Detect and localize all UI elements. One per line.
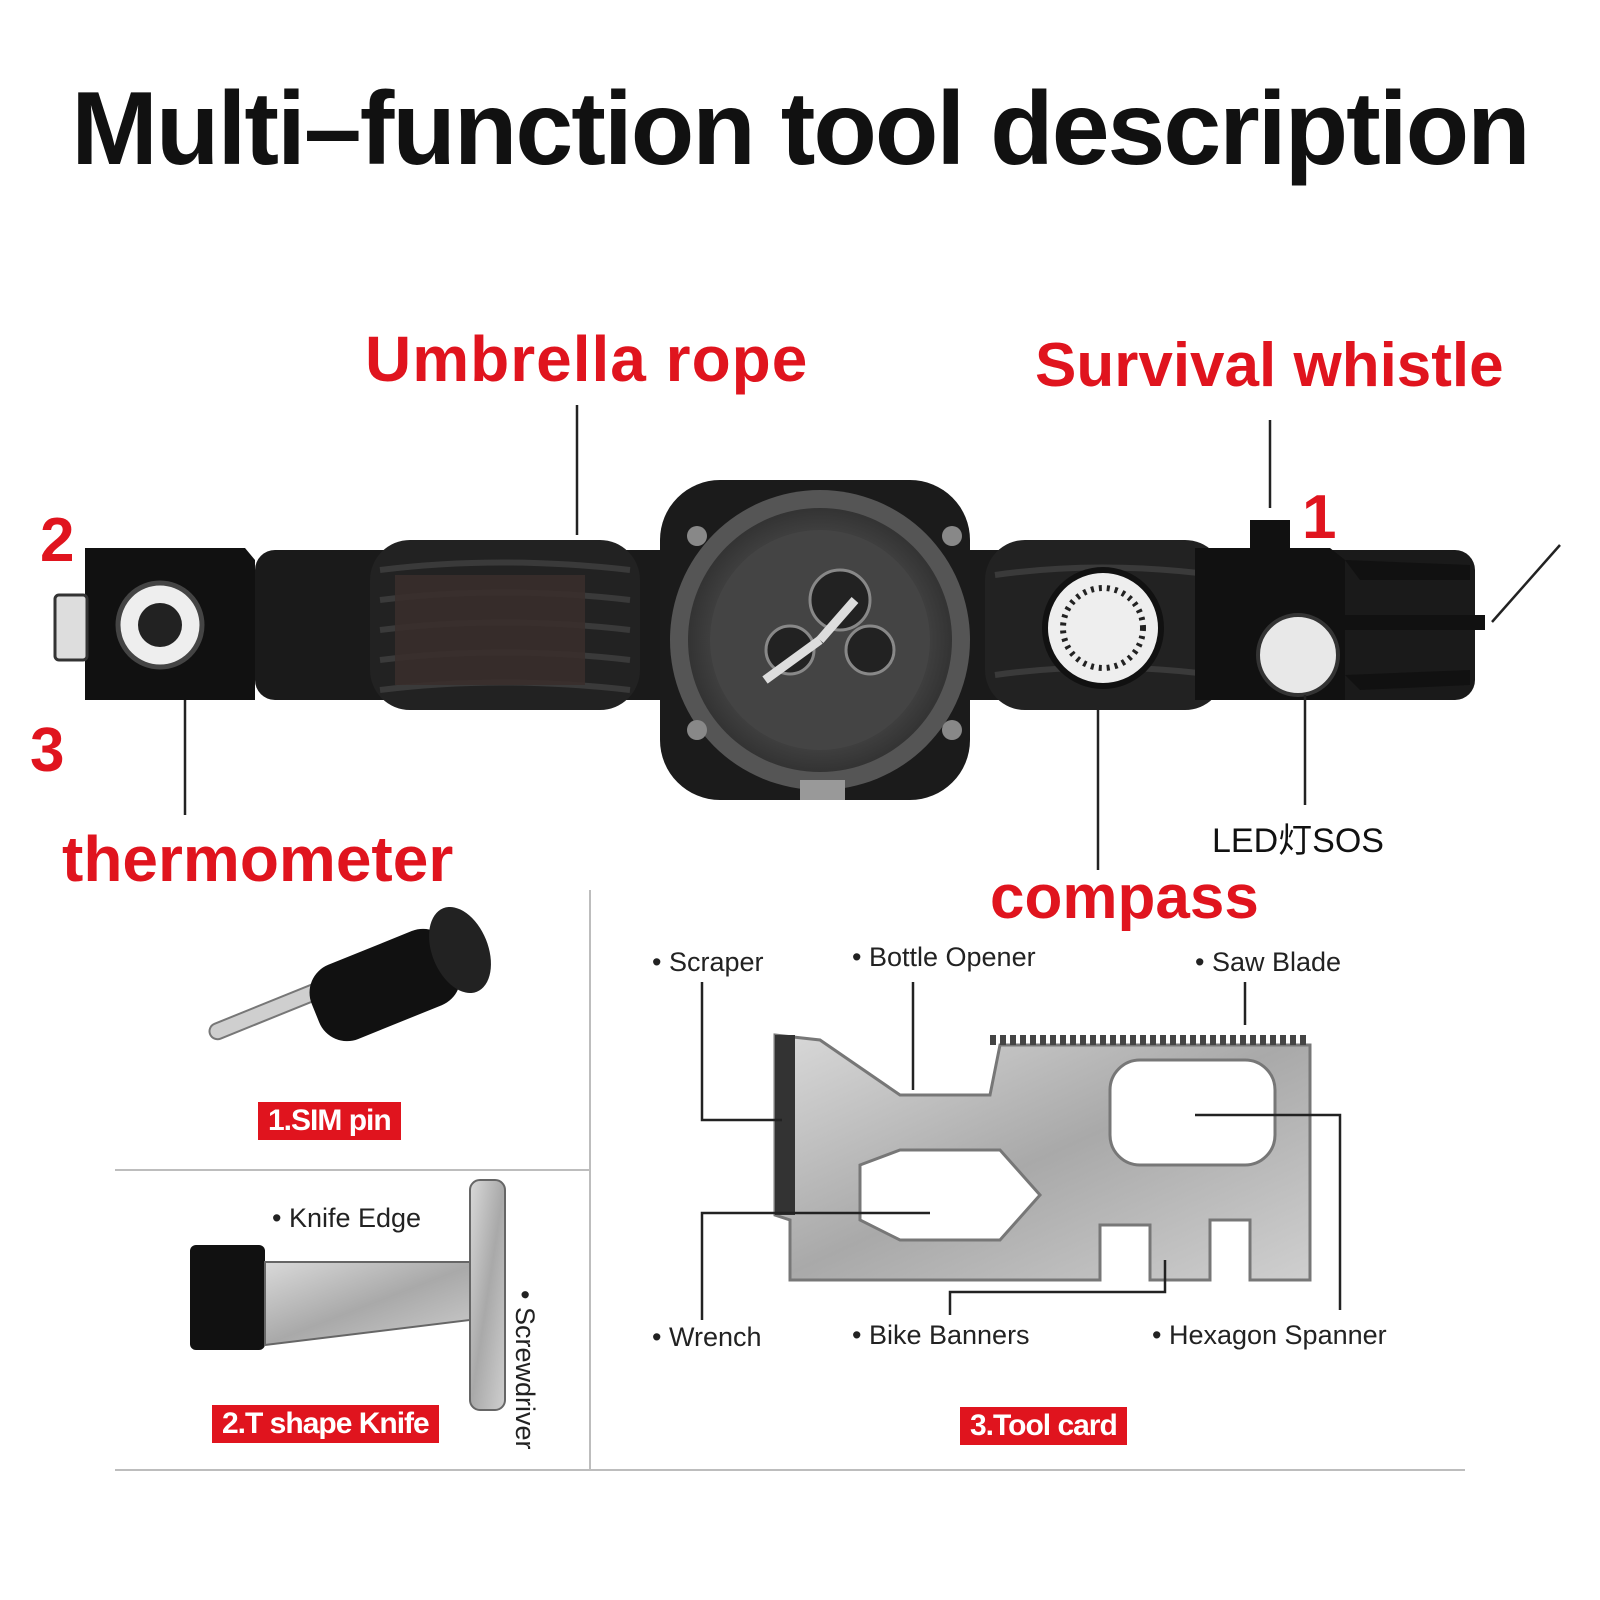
knife-edge-label: • Knife Edge <box>272 1203 422 1233</box>
wrench-label: • Wrench <box>652 1322 762 1352</box>
number-2: 2 <box>40 506 75 575</box>
page-title: Multi–function tool description <box>71 71 1530 187</box>
led-sos-label: LED灯SOS <box>1212 822 1384 860</box>
right-buckle <box>1042 520 1485 700</box>
hexagon-spanner-label: • Hexagon Spanner <box>1152 1320 1387 1350</box>
screwdriver-label: • Screwdriver <box>510 1290 540 1450</box>
sim-pin-tag: 1.SIM pin <box>258 1102 401 1140</box>
t-knife-tag: 2.T shape Knife <box>212 1405 439 1443</box>
tool-card-callouts <box>700 982 1342 1320</box>
left-buckle <box>53 548 255 700</box>
compass-label: compass <box>990 863 1259 932</box>
tool-card-image <box>773 1033 1312 1282</box>
t-knife-image <box>190 1179 506 1411</box>
callout-lines <box>183 405 1561 870</box>
tool-card-tag: 3.Tool card <box>960 1407 1127 1445</box>
thermometer-label: thermometer <box>62 823 454 895</box>
umbrella-rope-label: Umbrella rope <box>365 323 809 395</box>
survival-whistle-label: Survival whistle <box>1035 331 1504 400</box>
bottle-opener-label: • Bottle Opener <box>852 942 1036 972</box>
watch-case <box>660 480 970 800</box>
sim-pin-image <box>208 906 491 1042</box>
number-1: 1 <box>1302 483 1337 552</box>
saw-blade-label: • Saw Blade <box>1195 947 1342 977</box>
bike-banners-label: • Bike Banners <box>852 1320 1030 1350</box>
number-3: 3 <box>30 716 65 785</box>
scraper-label: • Scraper <box>652 947 764 977</box>
panel-dividers <box>115 890 1465 1471</box>
